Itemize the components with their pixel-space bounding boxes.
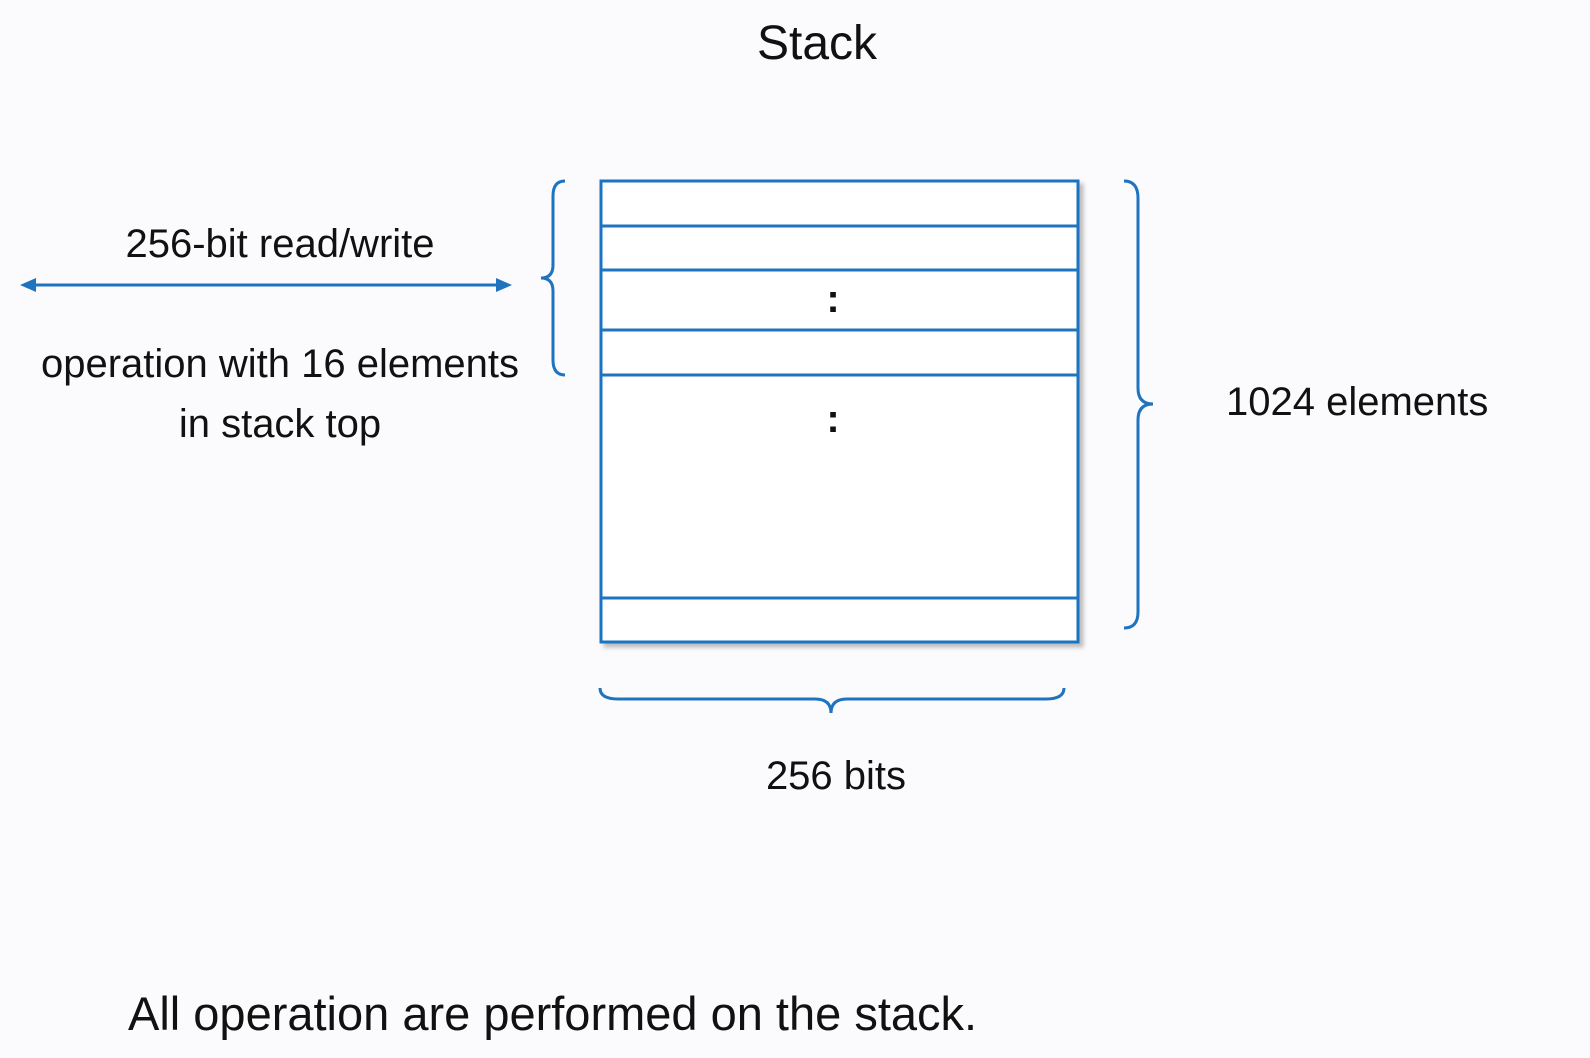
arrow-head-right (496, 278, 512, 292)
footer-note: All operation are performed on the stack… (128, 987, 978, 1040)
operation-label-line-2: in stack top (178, 402, 382, 446)
bits-brace (598, 687, 1066, 714)
bits-width-label: 256 bits (765, 754, 907, 798)
arrow-head-left (20, 278, 36, 292)
read-write-arrow (20, 278, 512, 292)
row-ellipsis-top: : (826, 277, 839, 321)
elements-count-label: 1024 elements (1226, 380, 1489, 424)
elements-brace (1123, 179, 1154, 630)
read-write-label: 256-bit read/write (125, 222, 435, 266)
stack-outline (599, 179, 1080, 644)
operation-label: operation with 16 elements in stack top (0, 334, 560, 454)
operation-label-line-1: operation with 16 elements (40, 342, 520, 386)
row-ellipsis-middle: : (826, 397, 839, 441)
diagram-title: Stack (756, 17, 878, 70)
top-16-brace (540, 179, 566, 377)
stack-box: : : (599, 179, 1080, 644)
